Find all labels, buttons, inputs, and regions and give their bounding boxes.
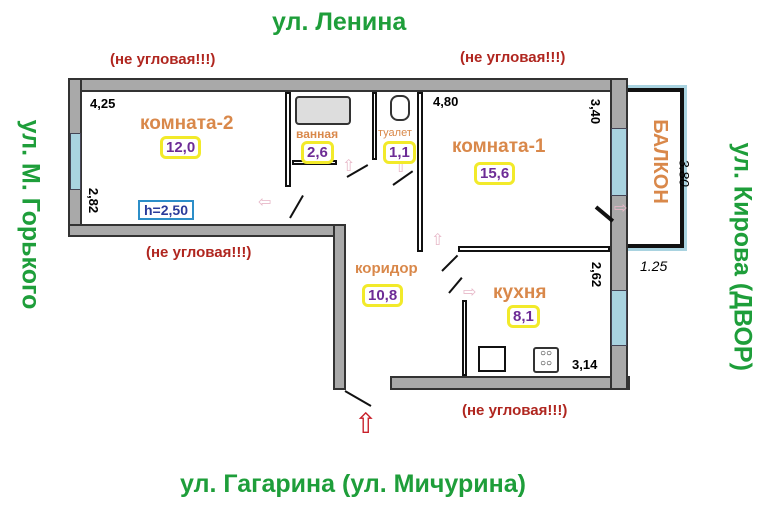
balcony-label: БАЛКОН [648, 119, 671, 204]
corridor-area: 10,8 [362, 284, 404, 307]
toilet-area: 1,1 [383, 141, 416, 164]
balcony-outline [623, 85, 687, 251]
room1-area: 15,6 [474, 162, 516, 185]
street-left: ул. М. Горького [16, 119, 45, 310]
window [611, 290, 627, 346]
kitchen-dim: 3,14 [572, 357, 598, 372]
wall-room1 [417, 92, 423, 252]
bathtub-icon [295, 96, 351, 125]
bath-area: 2,6 [301, 141, 334, 164]
note-not-corner: (не угловая!!!) [146, 244, 252, 261]
room1-dim: 3,40 [588, 98, 604, 125]
arrow-icon: ⇧ [431, 232, 445, 249]
wall-room2-bottom [68, 224, 346, 237]
wall-toilet [372, 92, 377, 160]
bath-label: ванная [296, 127, 339, 141]
room1-dim: 4,80 [433, 94, 459, 109]
wall-bottom [390, 376, 630, 390]
arrow-icon: ⇧ [342, 158, 356, 175]
wall-bath [285, 92, 291, 187]
room2-area: 12,0 [160, 136, 202, 159]
kitchen-label: кухня [493, 282, 547, 303]
room1-label: комната-1 [452, 136, 546, 157]
stove-icon: ○○○○ [533, 347, 559, 373]
window [611, 128, 627, 196]
window [70, 133, 81, 190]
wall-corridor-left [333, 224, 346, 390]
wall-kitchen-top [458, 246, 610, 252]
street-bottom: ул. Гагарина (ул. Мичурина) [180, 470, 526, 498]
wall-top [68, 78, 628, 92]
balcony-dim: 3.80 [676, 159, 693, 187]
room2-dim: 4,25 [90, 96, 116, 111]
washing-machine-icon [478, 346, 506, 372]
room2-dim: 2,82 [86, 187, 102, 214]
note-not-corner: (не угловая!!!) [460, 49, 566, 66]
entrance-door [344, 390, 372, 407]
door [441, 254, 459, 272]
entrance-arrow-icon: ⇧ [354, 408, 378, 439]
kitchen-dim: 2,62 [589, 261, 605, 288]
arrow-icon: ⇨ [614, 200, 628, 217]
toilet-label: туалет [378, 127, 412, 139]
toilet-icon [390, 95, 410, 121]
note-not-corner: (не угловая!!!) [462, 402, 568, 419]
balcony-dim: 1.25 [640, 258, 668, 274]
room2-label: комната-2 [140, 113, 234, 134]
street-top: ул. Ленина [272, 8, 407, 36]
arrow-icon: ⇨ [463, 284, 477, 301]
street-right: ул. Кирова (ДВОР) [728, 142, 757, 371]
kitchen-area: 8,1 [507, 305, 540, 328]
door [289, 194, 304, 219]
ceiling-height: h=2,50 [138, 200, 194, 220]
door [448, 277, 463, 294]
arrow-icon: ⇦ [258, 194, 272, 211]
note-not-corner: (не угловая!!!) [110, 51, 216, 68]
corridor-label: коридор [355, 260, 418, 277]
wall-kitchen-left [462, 300, 467, 376]
